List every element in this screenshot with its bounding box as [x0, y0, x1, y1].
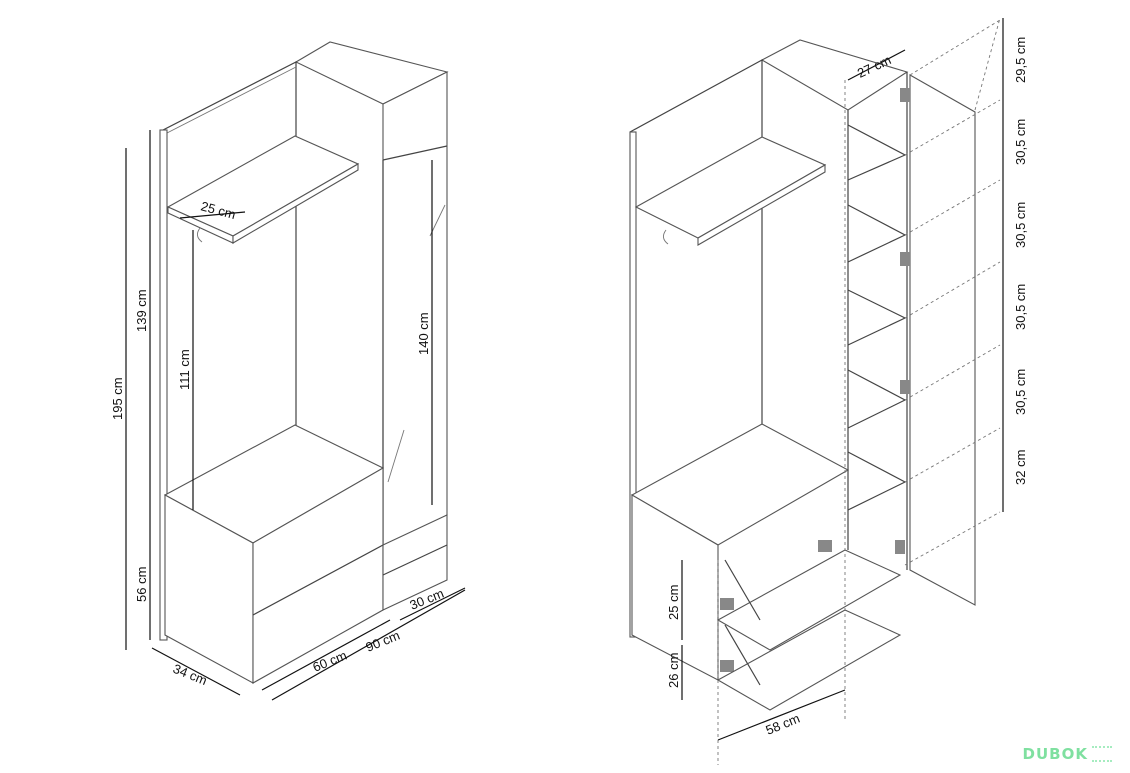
- column-shelves: [847, 124, 907, 511]
- right-unit: 27 cm 29,5 cm 30,5 cm 30,5 cm 30,5 cm 30…: [629, 17, 1028, 765]
- brand-logo: DUBOK: [1023, 745, 1112, 763]
- dim-bench-width: 60 cm: [311, 648, 349, 675]
- dim-compartment-4: 30,5 cm: [1013, 284, 1028, 330]
- right-column-top: [760, 39, 909, 111]
- right-back-panel: [629, 58, 763, 430]
- dim-drawer-2-height: 26 cm: [666, 653, 681, 688]
- dim-hanger-height: 111 cm: [177, 349, 192, 390]
- open-drawer-lower: [716, 609, 902, 711]
- dim-compartment-6: 32 cm: [1013, 450, 1028, 485]
- hinge-icons: [720, 88, 910, 672]
- dim-total-height: 195 cm: [110, 377, 125, 420]
- open-drawer-upper: [716, 549, 902, 651]
- left-column-front: [382, 71, 448, 551]
- dim-drawer-1-height: 25 cm: [666, 585, 681, 620]
- dim-compartment-2: 30,5 cm: [1013, 119, 1028, 165]
- dim-upper-height: 139 cm: [134, 289, 149, 332]
- hook-icon: [663, 229, 669, 245]
- dim-compartment-5: 30,5 cm: [1013, 369, 1028, 415]
- dim-bench-height: 56 cm: [134, 567, 149, 602]
- left-side-panel: [159, 129, 168, 641]
- open-door: [909, 74, 976, 606]
- hook-icon: [197, 227, 203, 243]
- right-side-panel: [629, 131, 637, 638]
- dim-door-height: 140 cm: [416, 312, 431, 355]
- dim-depth: 34 cm: [171, 661, 209, 688]
- brand-tagline-mark: [1092, 746, 1112, 762]
- dim-compartment-1: 29,5 cm: [1013, 37, 1028, 83]
- brand-logo-text: DUBOK: [1022, 745, 1088, 763]
- dim-compartment-3: 30,5 cm: [1013, 202, 1028, 248]
- left-unit: 195 cm 139 cm 56 cm 111 cm 140 cm 25 cm …: [110, 41, 466, 701]
- left-back-panel: [162, 61, 297, 430]
